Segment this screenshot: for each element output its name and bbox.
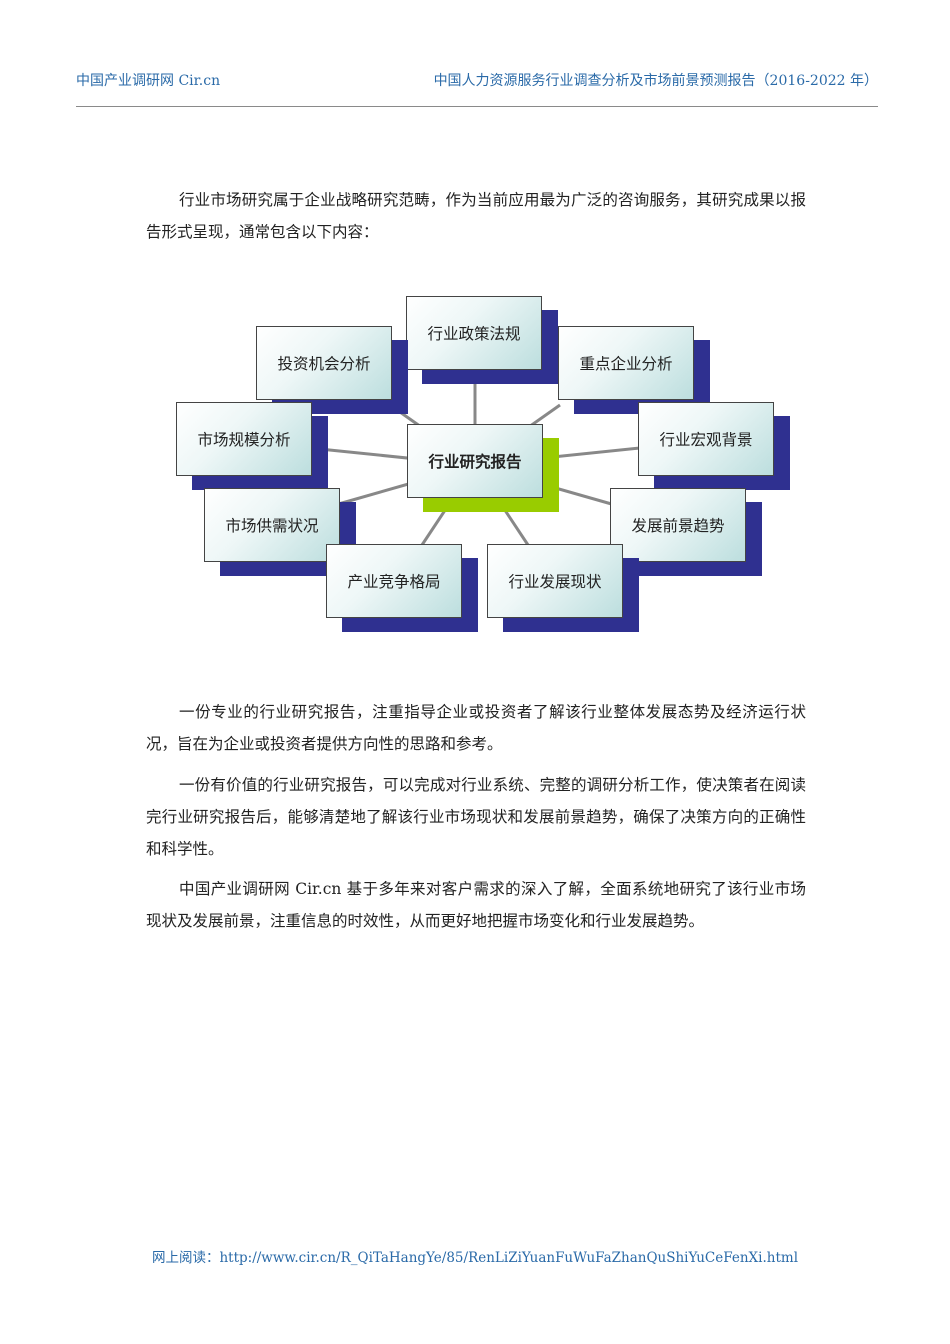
center-node-label: 行业研究报告 <box>428 452 522 471</box>
header-report-title: 中国人力资源服务行业调查分析及市场前景预测报告（2016-2022 年） <box>433 73 878 89</box>
node-label: 投资机会分析 <box>277 355 371 373</box>
node-label: 行业宏观背景 <box>659 431 753 449</box>
body-paragraph: 中国产业调研网 Cir.cn 基于多年来对客户需求的深入了解，全面系统地研究了该… <box>146 880 806 930</box>
intro-paragraph: 行业市场研究属于企业战略研究范畴，作为当前应用最为广泛的咨询服务，其研究成果以报… <box>146 191 806 241</box>
footer-link[interactable]: 网上阅读：http://www.cir.cn/R_QiTaHangYe/85/R… <box>151 1250 799 1266</box>
body-paragraph: 一份专业的行业研究报告，注重指导企业或投资者了解该行业整体发展态势及经济运行状况… <box>146 703 806 753</box>
node-label: 产业竞争格局 <box>347 573 441 591</box>
header-site-name: 中国产业调研网 Cir.cn <box>76 73 221 89</box>
node-label: 市场规模分析 <box>197 431 291 449</box>
node-label: 市场供需状况 <box>225 517 319 535</box>
node-label: 重点企业分析 <box>579 355 673 373</box>
node-label: 行业政策法规 <box>427 325 521 343</box>
page-header: 中国产业调研网 Cir.cn 中国人力资源服务行业调查分析及市场前景预测报告（2… <box>76 62 878 107</box>
node-label: 行业发展现状 <box>508 573 602 591</box>
body-paragraph: 一份有价值的行业研究报告，可以完成对行业系统、完整的调研分析工作，使决策者在阅读… <box>146 776 806 858</box>
node-label: 发展前景趋势 <box>631 517 725 535</box>
